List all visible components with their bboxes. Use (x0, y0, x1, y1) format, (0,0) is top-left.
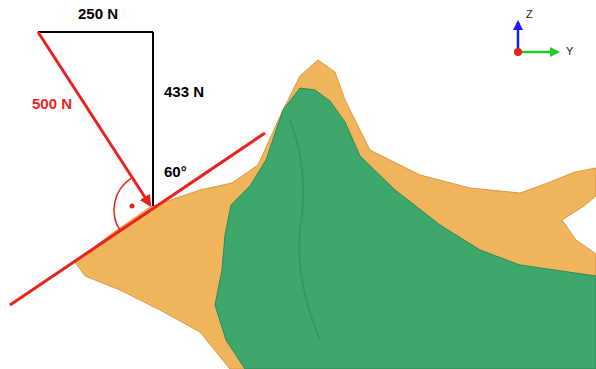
axis-name: Y (564, 45, 575, 57)
force-component-value: 250 N (76, 6, 120, 23)
horizontal-component (38, 31, 153, 33)
force-component-value: 433 N (162, 84, 206, 101)
bone-green (215, 88, 596, 369)
vertical-component (152, 32, 154, 206)
tangent-line (10, 133, 265, 305)
y-axis (518, 51, 558, 54)
angle-value: 60° (162, 164, 189, 181)
right-angle-arc (114, 178, 131, 231)
force-value: 500 N (30, 96, 74, 113)
force-arrow (38, 32, 150, 205)
right-angle-dot (130, 204, 135, 209)
axis-name: Z (524, 8, 535, 20)
bone-shading (290, 120, 320, 340)
z-axis (517, 22, 520, 52)
x-axis-dot (514, 48, 522, 56)
